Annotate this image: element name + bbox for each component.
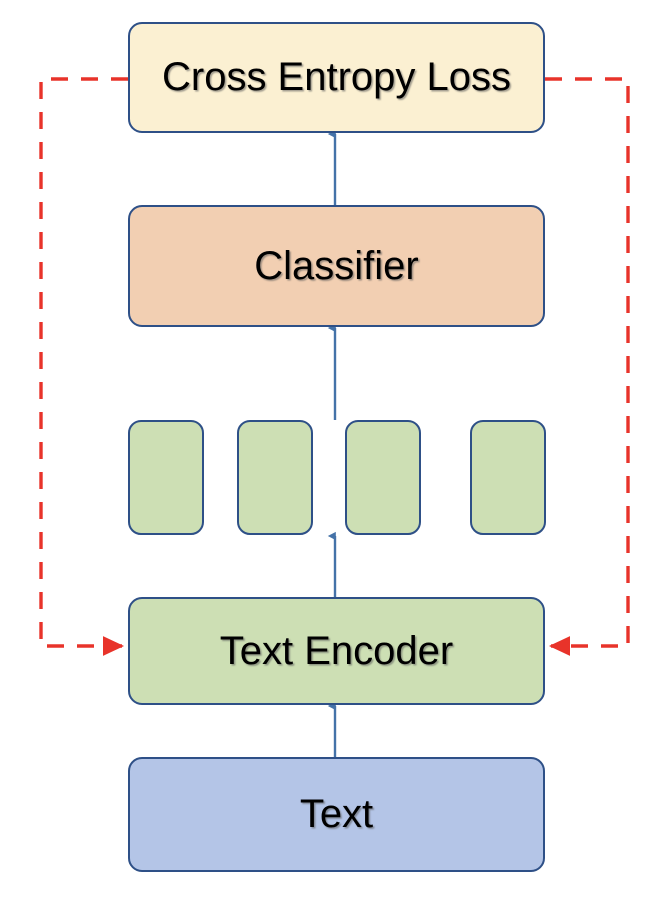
node-text-encoder-label: Text Encoder (219, 628, 454, 673)
node-token-1 (237, 420, 313, 535)
node-text: Text (128, 757, 545, 872)
node-text-encoder: Text Encoder (128, 597, 545, 705)
feedback-path-right (545, 77, 630, 656)
feedback-path-left (39, 77, 128, 656)
node-token-2 (345, 420, 421, 535)
node-cross-entropy-loss-label: Cross Entropy Loss (161, 55, 512, 100)
node-classifier-label: Classifier (254, 243, 419, 288)
node-cross-entropy-loss: Cross Entropy Loss (128, 22, 545, 133)
node-token-0 (128, 420, 204, 535)
node-token-3 (470, 420, 546, 535)
node-text-label: Text (299, 792, 374, 837)
node-classifier: Classifier (128, 205, 545, 327)
